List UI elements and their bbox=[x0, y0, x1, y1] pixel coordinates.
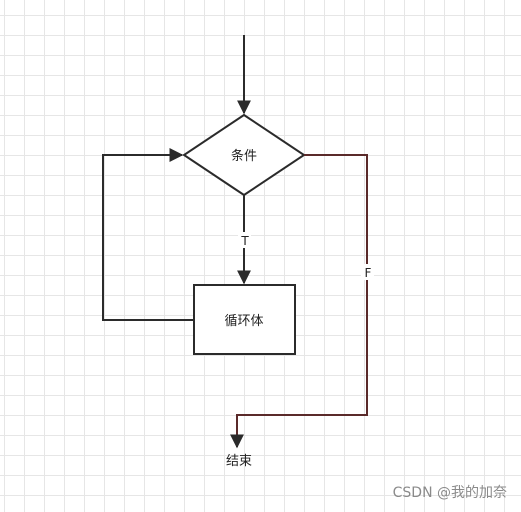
false-label: F bbox=[365, 266, 372, 280]
loop-back-edge bbox=[102, 148, 194, 321]
watermark: CSDN @我的加奈 bbox=[392, 485, 507, 501]
end-label: 结束 bbox=[226, 454, 252, 469]
false-edge bbox=[230, 154, 368, 449]
decision-label: 条件 bbox=[231, 148, 257, 164]
process-label: 循环体 bbox=[224, 314, 263, 329]
true-label: T bbox=[240, 234, 249, 248]
process-node bbox=[193, 284, 296, 355]
